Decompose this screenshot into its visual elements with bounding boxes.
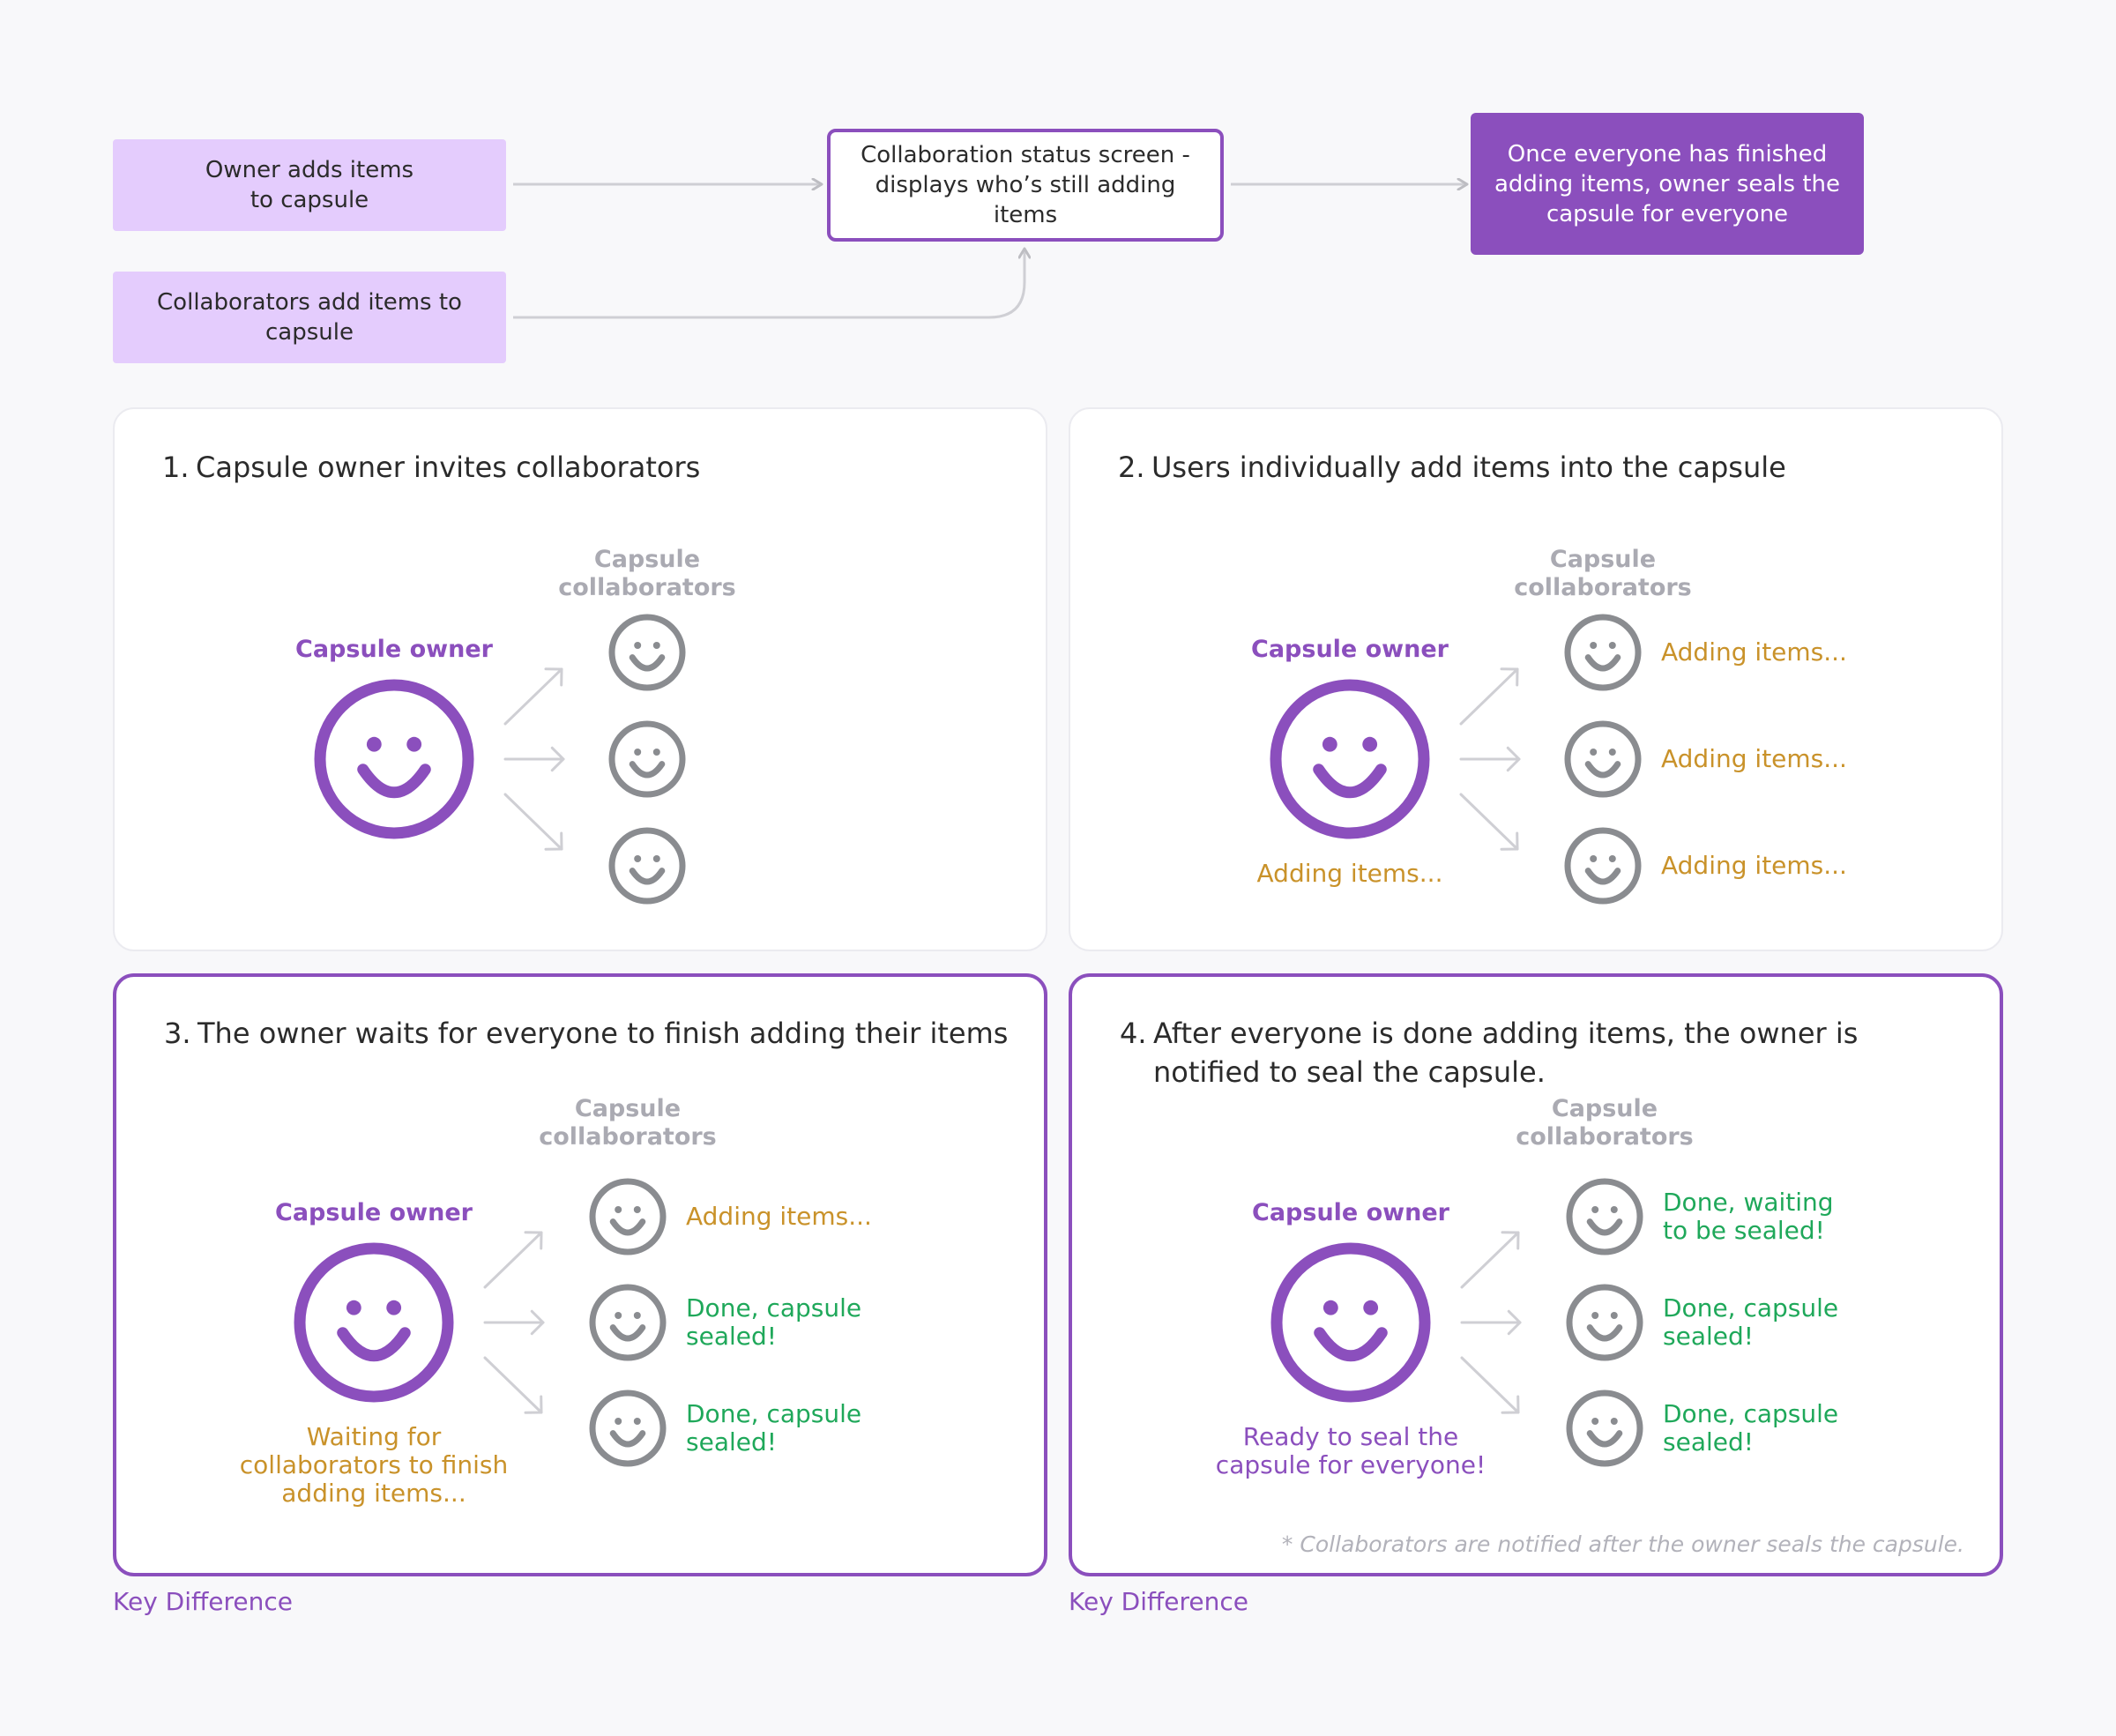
collaborators-header: Capsule collaborators bbox=[539, 1095, 717, 1151]
flow-seal-box: Once everyone has finished adding items,… bbox=[1471, 113, 1864, 255]
arrow-to-collaborator-1 bbox=[483, 1231, 543, 1289]
step-title-text: The owner waits for everyone to finish a… bbox=[197, 1017, 1009, 1050]
collaborator-smiley-icon-1 bbox=[608, 614, 686, 691]
collaborator-status-2: Done, capsule sealed! bbox=[686, 1293, 862, 1351]
flow-status-screen-box: Collaboration status screen - displays w… bbox=[827, 129, 1224, 242]
collaborator-smiley-icon-3 bbox=[1564, 827, 1642, 905]
step-3-panel: 3. The owner waits for everyone to finis… bbox=[113, 973, 1047, 1576]
collaborator-status-2: Done, capsule sealed! bbox=[1663, 1293, 1839, 1351]
collaborator-smiley-icon-3 bbox=[589, 1390, 667, 1467]
step-diagram bbox=[294, 1178, 667, 1467]
step-diagram bbox=[1270, 1178, 1643, 1467]
collaborator-status-1: Adding items... bbox=[686, 1202, 872, 1231]
flow-collaborators-add-box: Collaborators add items to capsule bbox=[113, 272, 506, 363]
arrow-to-collaborator-2 bbox=[1460, 1309, 1522, 1336]
step-number: 3. bbox=[164, 1017, 191, 1050]
footnote: * Collaborators are notified after the o… bbox=[1281, 1531, 1964, 1557]
arrow-to-collaborator-2 bbox=[1459, 746, 1521, 772]
arrow-to-collaborator-1 bbox=[1459, 667, 1519, 726]
collaborator-smiley-icon-2 bbox=[589, 1284, 667, 1361]
collaborators-header: Capsule collaborators bbox=[1516, 1095, 1694, 1151]
step-title: 4. After everyone is done adding items, … bbox=[1120, 1014, 1964, 1092]
flow-owner-adds-text: Owner adds items to capsule bbox=[205, 157, 414, 213]
step-title-text: After everyone is done adding items, the… bbox=[1153, 1017, 1859, 1089]
arrow-to-collaborator-3 bbox=[483, 1356, 543, 1414]
step-diagram bbox=[1270, 614, 1642, 905]
collaborator-smiley-icon-2 bbox=[1564, 720, 1642, 798]
step-title-text: Capsule owner invites collaborators bbox=[196, 451, 701, 484]
arrow-to-collaborator-3 bbox=[1459, 793, 1519, 851]
arrow-to-collaborator-2 bbox=[483, 1309, 545, 1336]
collaborator-status-3: Done, capsule sealed! bbox=[686, 1399, 862, 1457]
owner-label: Capsule owner bbox=[1252, 1199, 1449, 1226]
flow-owner-adds-box: Owner adds items to capsule bbox=[113, 139, 506, 231]
flow-connectors bbox=[513, 0, 2116, 319]
step-title-text: Users individually add items into the ca… bbox=[1151, 451, 1786, 484]
arrow-to-collaborator-2 bbox=[503, 746, 565, 772]
step-number: 4. bbox=[1120, 1017, 1147, 1050]
owner-status: Adding items... bbox=[1256, 859, 1443, 888]
collaborator-status-2: Adding items... bbox=[1661, 744, 1847, 773]
flow-collaborators-add-text: Collaborators add items to capsule bbox=[157, 289, 462, 346]
owner-smiley-icon bbox=[1270, 1242, 1431, 1403]
collaborator-smiley-icon-1 bbox=[1564, 614, 1642, 691]
collaborator-smiley-icon-3 bbox=[608, 827, 686, 905]
collaborators-header: Capsule collaborators bbox=[1514, 546, 1692, 601]
step-diagram bbox=[314, 614, 686, 905]
collaborator-smiley-icon-2 bbox=[1566, 1284, 1643, 1361]
key-difference-label-step-4: Key Difference bbox=[1069, 1587, 1249, 1616]
collaborator-smiley-icon-1 bbox=[1566, 1178, 1643, 1255]
collaborator-smiley-icon-2 bbox=[608, 720, 686, 798]
collaborator-status-1: Adding items... bbox=[1661, 637, 1847, 667]
collaborator-smiley-icon-1 bbox=[589, 1178, 667, 1255]
owner-label: Capsule owner bbox=[295, 636, 493, 663]
step-title: 3. The owner waits for everyone to finis… bbox=[164, 1014, 1009, 1053]
owner-status: Ready to seal the capsule for everyone! bbox=[1215, 1422, 1486, 1479]
arrow-to-collaborator-3 bbox=[1460, 1356, 1520, 1414]
step-2-panel: 2. Users individually add items into the… bbox=[1069, 407, 2003, 951]
arrow-to-collaborator-1 bbox=[1460, 1231, 1520, 1289]
flow-seal-text: Once everyone has finished adding items,… bbox=[1494, 140, 1840, 227]
owner-smiley-icon bbox=[1270, 679, 1430, 839]
step-1-panel: 1. Capsule owner invites collaborators C… bbox=[113, 407, 1047, 951]
owner-status: Waiting for collaborators to finish addi… bbox=[239, 1422, 509, 1508]
collaborator-status-3: Done, capsule sealed! bbox=[1663, 1399, 1839, 1457]
owner-smiley-icon bbox=[294, 1242, 454, 1403]
step-title: 2. Users individually add items into the… bbox=[1118, 448, 1966, 487]
step-number: 1. bbox=[162, 451, 190, 484]
owner-label: Capsule owner bbox=[1251, 636, 1449, 663]
collaborator-smiley-icon-3 bbox=[1566, 1390, 1643, 1467]
arrow-collab-to-status bbox=[513, 249, 1024, 319]
collaborators-header: Capsule collaborators bbox=[558, 546, 736, 601]
owner-label: Capsule owner bbox=[275, 1199, 473, 1226]
key-difference-label-step-3: Key Difference bbox=[113, 1587, 294, 1616]
step-4-panel: 4. After everyone is done adding items, … bbox=[1069, 973, 2003, 1576]
step-number: 2. bbox=[1118, 451, 1145, 484]
step-title: 1. Capsule owner invites collaborators bbox=[162, 448, 1010, 487]
arrow-to-collaborator-3 bbox=[503, 793, 563, 851]
collaborator-status-3: Adding items... bbox=[1661, 851, 1847, 880]
flow-status-screen-text: Collaboration status screen - displays w… bbox=[861, 142, 1190, 228]
collaborator-status-1: Done, waiting to be sealed! bbox=[1663, 1188, 1834, 1245]
owner-smiley-icon bbox=[314, 679, 474, 839]
arrow-to-collaborator-1 bbox=[503, 667, 563, 726]
